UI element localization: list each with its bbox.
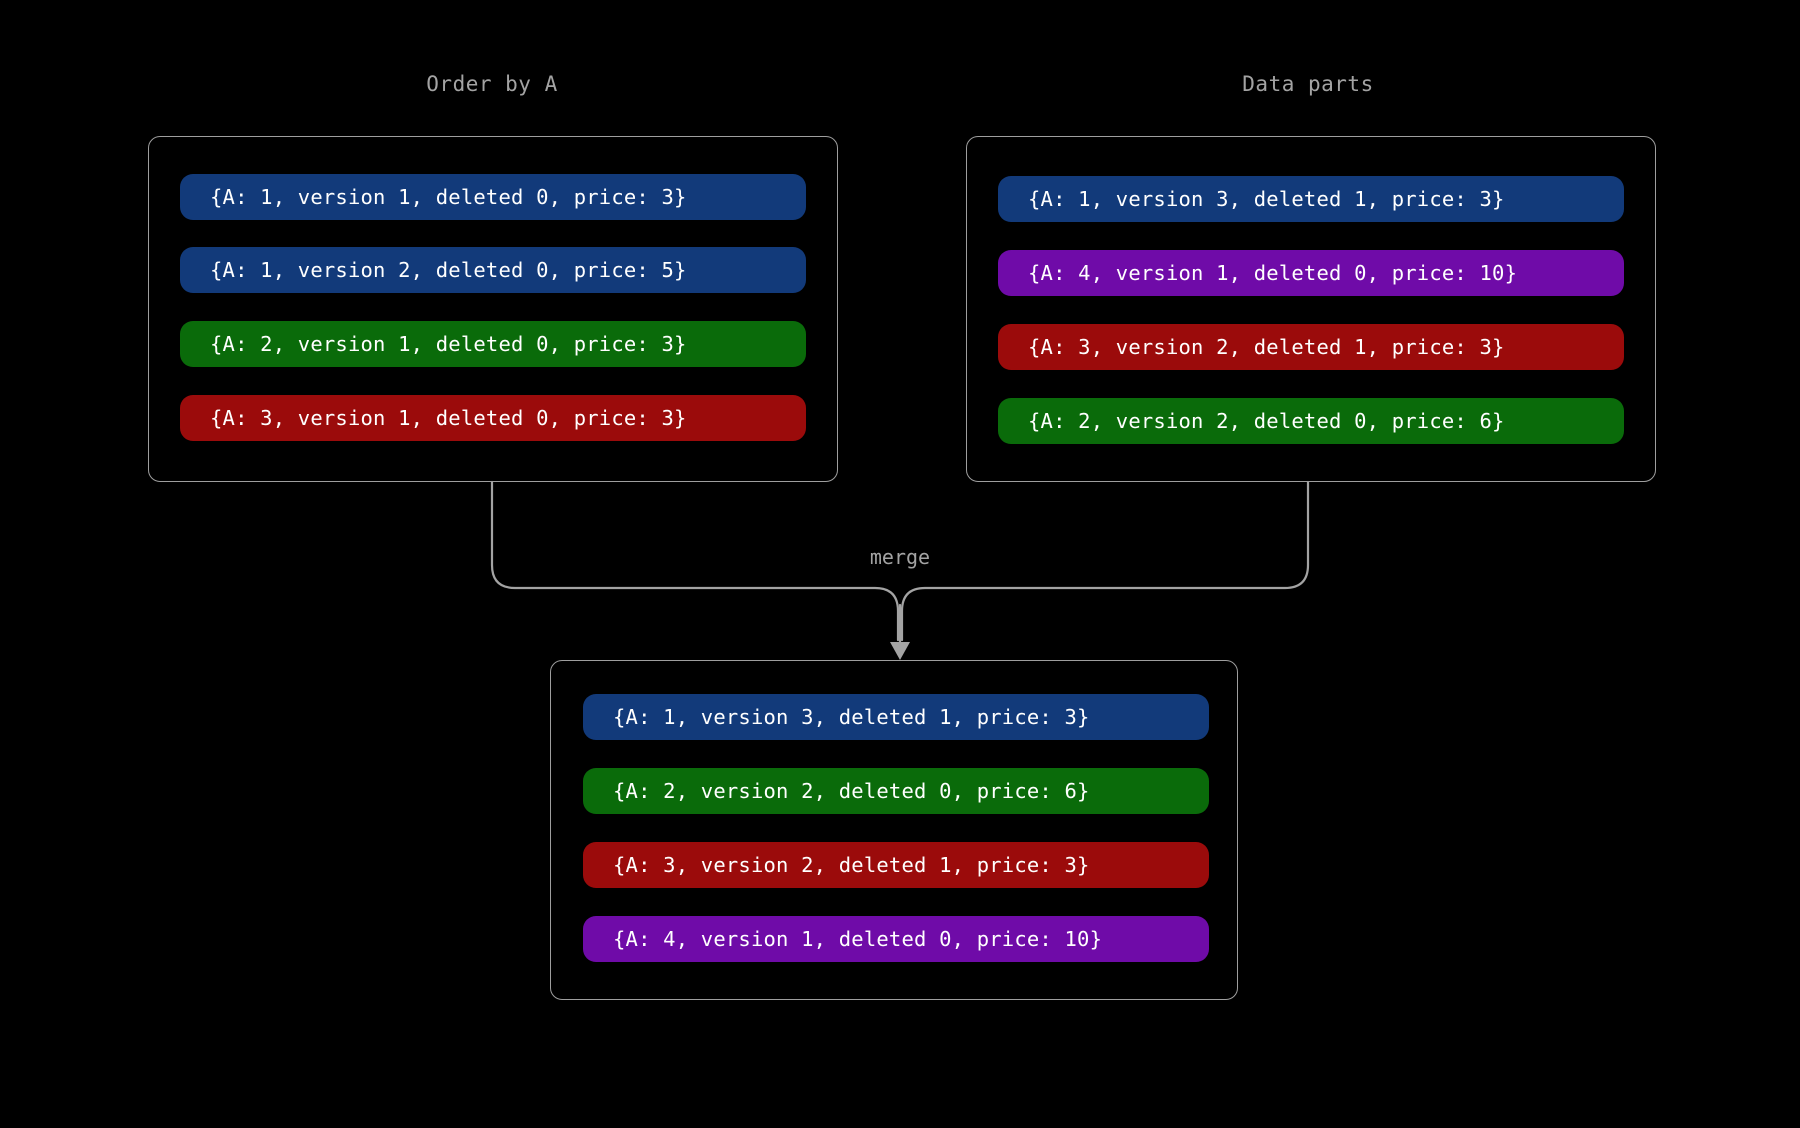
merged-result-row: {A: 3, version 2, deleted 1, price: 3} [583,842,1209,888]
order-by-a-row: {A: 2, version 1, deleted 0, price: 3} [180,321,806,367]
data-parts-title: Data parts [1242,72,1374,96]
order-by-a-row: {A: 1, version 1, deleted 0, price: 3} [180,174,806,220]
order-by-a-row: {A: 1, version 2, deleted 0, price: 5} [180,247,806,293]
row-text: {A: 3, version 1, deleted 0, price: 3} [210,406,687,430]
order-by-a-row: {A: 3, version 1, deleted 0, price: 3} [180,395,806,441]
row-text: {A: 3, version 2, deleted 1, price: 3} [1028,335,1505,359]
data-parts-row: {A: 4, version 1, deleted 0, price: 10} [998,250,1624,296]
data-parts-row: {A: 3, version 2, deleted 1, price: 3} [998,324,1624,370]
connector-path-right [900,480,1310,642]
merged-result-row: {A: 2, version 2, deleted 0, price: 6} [583,768,1209,814]
merged-result-row: {A: 4, version 1, deleted 0, price: 10} [583,916,1209,962]
data-parts-row: {A: 1, version 3, deleted 1, price: 3} [998,176,1624,222]
data-parts-panel [966,136,1656,482]
data-parts-row: {A: 2, version 2, deleted 0, price: 6} [998,398,1624,444]
row-text: {A: 4, version 1, deleted 0, price: 10} [1028,261,1518,285]
arrow-head-icon [890,642,910,660]
merge-label: merge [869,545,931,569]
merged-result-panel [550,660,1238,1000]
row-text: {A: 1, version 3, deleted 1, price: 3} [1028,187,1505,211]
row-text: {A: 1, version 1, deleted 0, price: 3} [210,185,687,209]
connector-path-left [490,480,900,642]
row-text: {A: 3, version 2, deleted 1, price: 3} [613,853,1090,877]
row-text: {A: 2, version 2, deleted 0, price: 6} [1028,409,1505,433]
row-text: {A: 2, version 2, deleted 0, price: 6} [613,779,1090,803]
row-text: {A: 4, version 1, deleted 0, price: 10} [613,927,1103,951]
row-text: {A: 2, version 1, deleted 0, price: 3} [210,332,687,356]
merged-result-row: {A: 1, version 3, deleted 1, price: 3} [583,694,1209,740]
order-by-a-panel [148,136,838,482]
order-by-a-title: Order by A [426,72,558,96]
row-text: {A: 1, version 3, deleted 1, price: 3} [613,705,1090,729]
row-text: {A: 1, version 2, deleted 0, price: 5} [210,258,687,282]
